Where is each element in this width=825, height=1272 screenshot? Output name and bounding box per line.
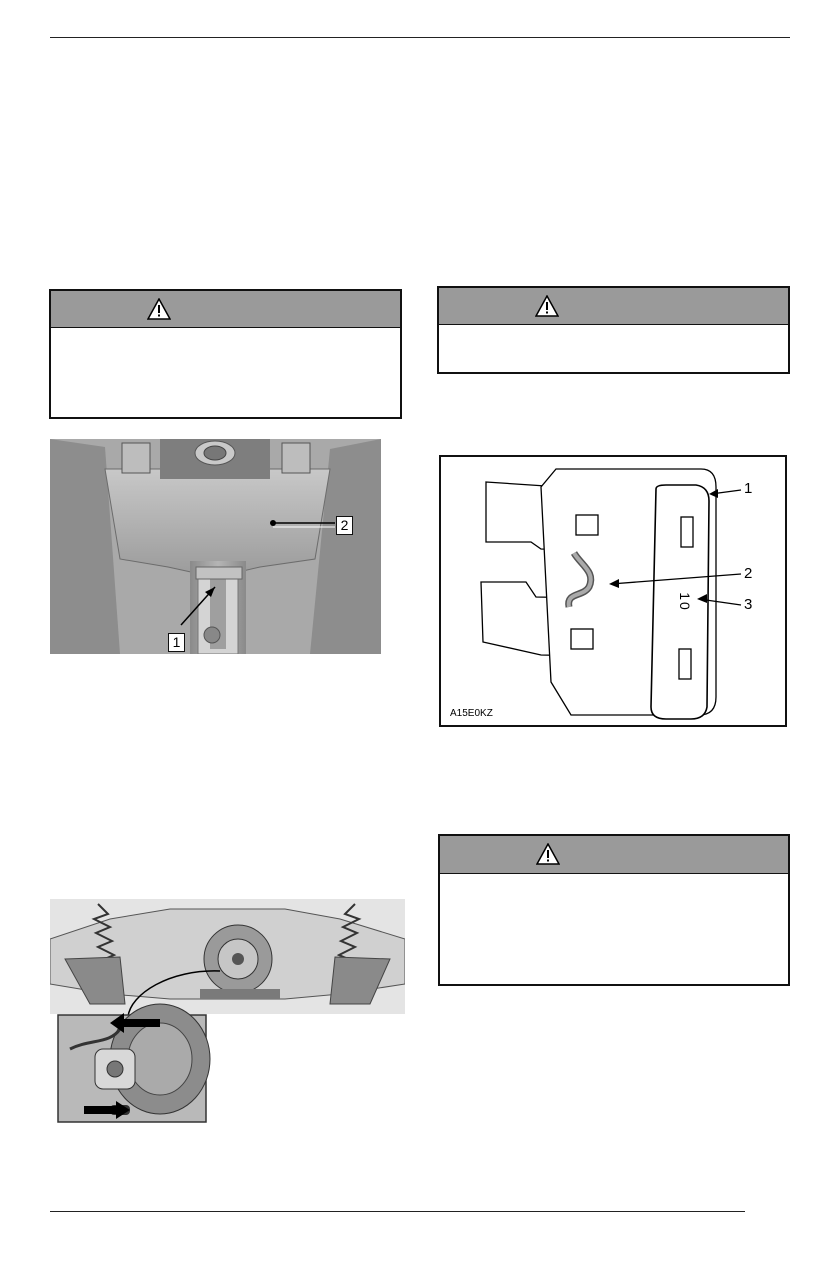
figure-code: A15E0KZ: [450, 708, 493, 719]
callout-2-label: 2: [336, 516, 353, 535]
warning-triangle-icon: [535, 295, 559, 317]
fuse-callout-2: 2: [744, 565, 753, 582]
warning-header: [439, 288, 788, 325]
fuse-illustration: [480, 468, 742, 720]
warning-triangle-icon: [147, 298, 171, 320]
warning-box-left: [49, 289, 402, 419]
panel-illustration: [50, 439, 381, 654]
warning-box-right-bottom: [438, 834, 790, 986]
footer-rule: [50, 1211, 745, 1212]
header-rule: [50, 37, 790, 38]
warning-triangle-icon: [536, 843, 560, 865]
figure-panel-photo: 2 1: [50, 439, 381, 654]
figure-fuse-diagram: 10 1 2 3 A15E0KZ: [439, 455, 787, 727]
arrow-left-icon: [110, 1013, 160, 1033]
callout-1-label: 1: [168, 633, 185, 652]
fuse-callout-3: 3: [744, 596, 753, 613]
suspension-illustration: [50, 899, 405, 1123]
warning-header: [440, 836, 788, 874]
fuse-callout-1: 1: [744, 480, 753, 497]
warning-header: [51, 291, 400, 328]
warning-box-right-top: [437, 286, 790, 374]
figure-rear-suspension: [50, 899, 405, 1124]
fuse-rating-marking: 10: [676, 592, 693, 612]
arrow-right-icon: [84, 1101, 130, 1119]
